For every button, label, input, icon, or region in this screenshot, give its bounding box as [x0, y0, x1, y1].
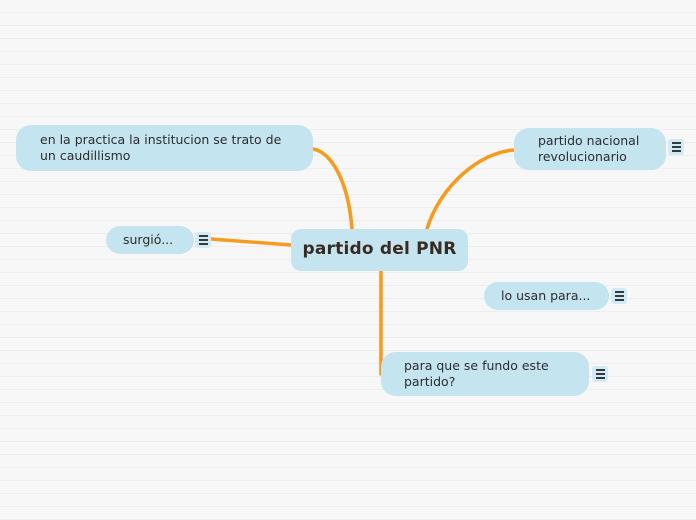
hamburger-icon[interactable]: [611, 288, 627, 304]
mindmap-node-lo-usan-label: lo usan para...: [501, 288, 591, 304]
hamburger-bar: [671, 142, 681, 144]
mindmap-root-node[interactable]: partido del PNR: [291, 229, 468, 271]
hamburger-bar: [671, 146, 681, 148]
hamburger-bar: [198, 243, 208, 245]
connector-center-to-practica: [311, 147, 354, 231]
hamburger-bar: [198, 239, 208, 241]
mindmap-node-surgio-label: surgió...: [123, 232, 174, 248]
mindmap-node-practica-label: en la practica la institucion se trato d…: [40, 132, 282, 163]
hamburger-bar: [614, 291, 624, 293]
hamburger-bar: [595, 373, 605, 375]
hamburger-icon[interactable]: [592, 366, 608, 382]
mindmap-node-lo-usan[interactable]: lo usan para...: [484, 282, 609, 310]
connector-center-to-surgio: [209, 237, 293, 247]
hamburger-bar: [614, 295, 624, 297]
hamburger-bar: [671, 150, 681, 152]
mindmap-node-pnr-full-label: partido nacional revolucionario: [538, 133, 640, 164]
mindmap-node-pnr-full[interactable]: partido nacional revolucionario: [514, 128, 666, 170]
mindmap-node-practica[interactable]: en la practica la institucion se trato d…: [16, 125, 313, 171]
hamburger-icon[interactable]: [195, 232, 211, 248]
hamburger-bar: [198, 235, 208, 237]
mindmap-node-fundo[interactable]: para que se fundo este partido?: [381, 352, 589, 396]
mindmap-node-surgio[interactable]: surgió...: [106, 226, 194, 254]
hamburger-bar: [595, 377, 605, 379]
hamburger-bar: [614, 299, 624, 301]
hamburger-icon[interactable]: [668, 139, 684, 155]
connector-center-to-pnr-full: [425, 148, 516, 231]
mindmap-root-label: partido del PNR: [302, 239, 457, 260]
hamburger-bar: [595, 369, 605, 371]
mindmap-node-fundo-label: para que se fundo este partido?: [404, 358, 549, 389]
